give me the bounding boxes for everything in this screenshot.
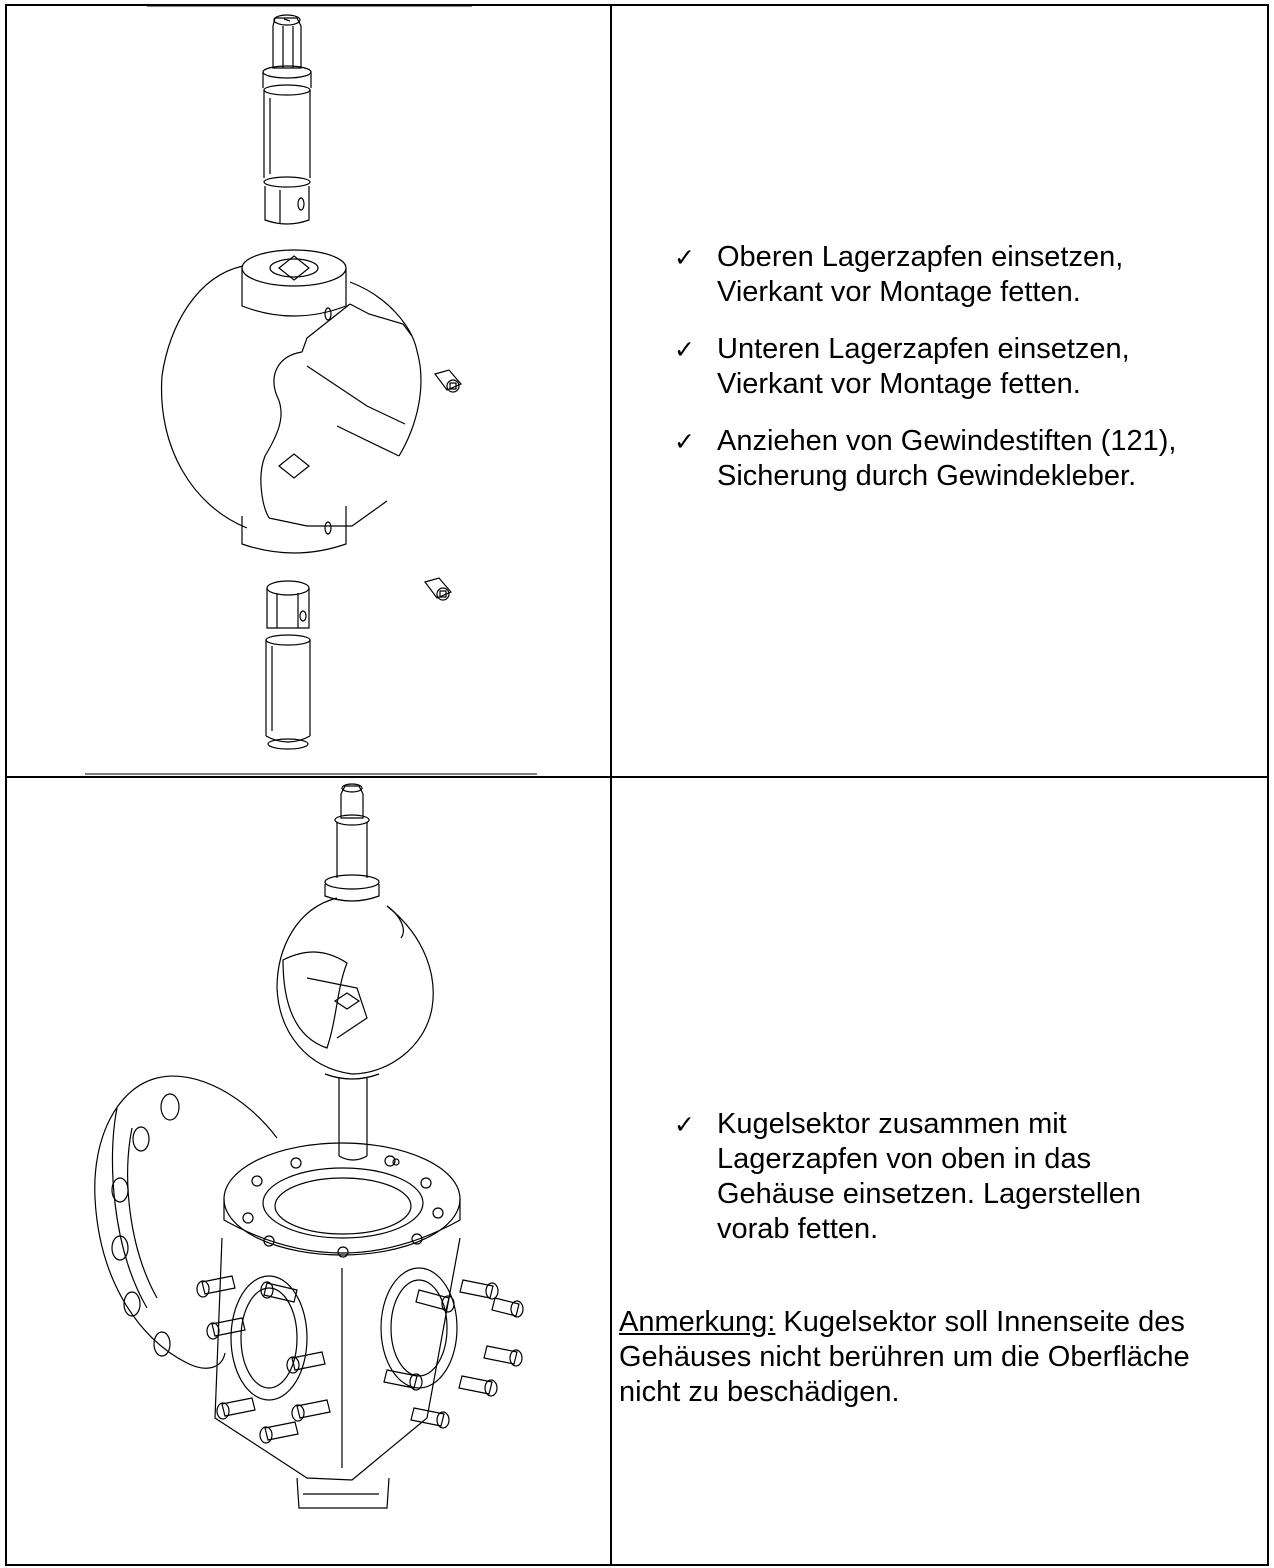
- ball-sector-with-shaft: [277, 784, 433, 1160]
- drawing-cell-valve-body: [7, 778, 610, 1564]
- note-text: Gehäuses nicht berühren um die Oberfläch…: [619, 1341, 1190, 1373]
- valve-body: [95, 1076, 523, 1508]
- instruction-table: ✓ Oberen Lagerzapfen einsetzen, Vierkant…: [5, 4, 1269, 1566]
- note-label: Anmerkung:: [619, 1306, 776, 1338]
- list-item: ✓ Oberen Lagerzapfen einsetzen, Vierkant…: [664, 240, 1264, 310]
- note-line: Anmerkung: Kugelsektor soll Innenseite d…: [619, 1305, 1259, 1340]
- check-mark-icon: ✓: [674, 335, 695, 364]
- check-mark-icon: ✓: [674, 1110, 695, 1139]
- valve-assembly-drawing: [7, 778, 610, 1564]
- column-divider: [610, 6, 612, 1564]
- studs-right: [384, 1280, 523, 1428]
- note: Anmerkung: Kugelsektor soll Innenseite d…: [619, 1305, 1259, 1410]
- list-item: ✓ Kugelsektor zusammen mit Lagerzapfen v…: [664, 1107, 1264, 1247]
- step-text: Sicherung durch Gewindekleber.: [717, 460, 1137, 492]
- step-text: Vierkant vor Montage fetten.: [717, 368, 1081, 400]
- row-divider: [7, 776, 1267, 778]
- step-text: Unteren Lagerzapfen einsetzen,: [717, 333, 1130, 365]
- instructions-cell-bearing-pins: ✓ Oberen Lagerzapfen einsetzen, Vierkant…: [612, 6, 1267, 776]
- ball-sector: [162, 250, 421, 553]
- step-text: Lagerzapfen von oben in das: [717, 1143, 1092, 1175]
- step-text: Vierkant vor Montage fetten.: [717, 276, 1081, 308]
- studs-left: [197, 1276, 330, 1443]
- step-text: Oberen Lagerzapfen einsetzen,: [717, 241, 1124, 273]
- list-item: ✓ Unteren Lagerzapfen einsetzen, Vierkan…: [664, 332, 1264, 402]
- instructions-cell-valve-body: ✓ Kugelsektor zusammen mit Lagerzapfen v…: [612, 778, 1267, 1564]
- set-screw-upper: [435, 370, 461, 392]
- drawing-cell-bearing-pins: [7, 6, 610, 776]
- note-text: Kugelsektor soll Innenseite des: [775, 1306, 1185, 1338]
- step-text: Kugelsektor zusammen mit: [717, 1108, 1067, 1140]
- step-text: Anziehen von Gewindestiften (121),: [717, 425, 1177, 457]
- check-mark-icon: ✓: [674, 243, 695, 272]
- check-mark-icon: ✓: [674, 427, 695, 456]
- upper-bearing-pin: [263, 15, 311, 224]
- note-text: nicht zu beschädigen.: [619, 1376, 900, 1408]
- ball-sector-exploded-drawing: [7, 6, 610, 776]
- step-list: ✓ Oberen Lagerzapfen einsetzen, Vierkant…: [664, 240, 1264, 516]
- list-item: ✓ Anziehen von Gewindestiften (121), Sic…: [664, 424, 1264, 494]
- set-screw-lower: [425, 578, 451, 600]
- step-text: Gehäuse einsetzen. Lagerstellen: [717, 1178, 1142, 1210]
- step-list: ✓ Kugelsektor zusammen mit Lagerzapfen v…: [664, 1107, 1264, 1269]
- lower-bearing-pin: [266, 581, 310, 749]
- step-text: vorab fetten.: [717, 1213, 879, 1245]
